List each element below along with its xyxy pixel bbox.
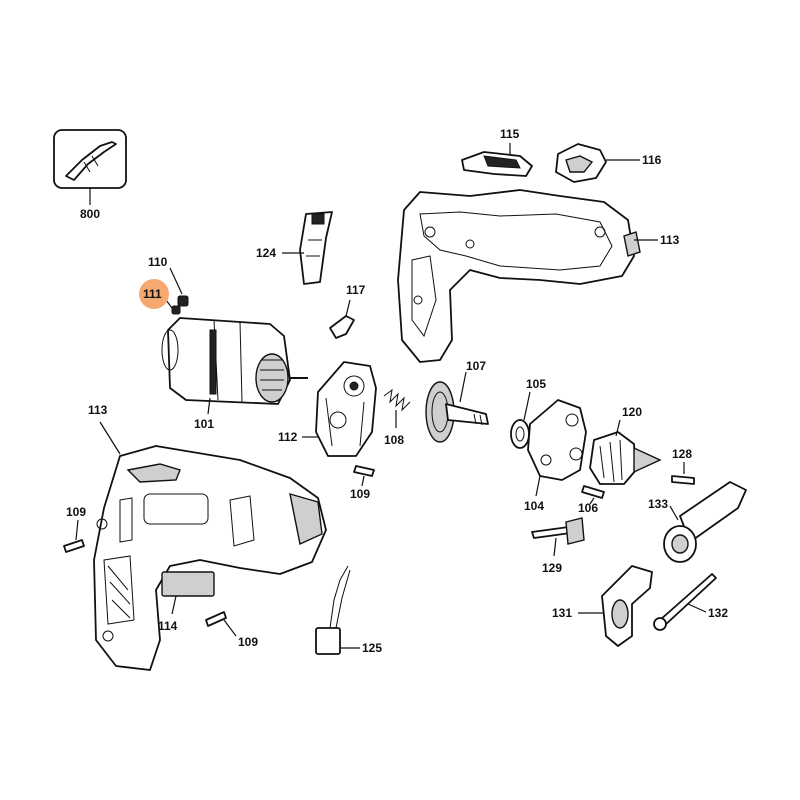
part-114-label-plate[interactable] bbox=[161, 571, 215, 615]
part-109-screw-b[interactable] bbox=[353, 465, 375, 487]
part-131-handle-clamp[interactable] bbox=[578, 565, 653, 647]
highlight-marker-111[interactable] bbox=[139, 279, 169, 309]
label-101: 101 bbox=[194, 417, 214, 431]
part-125-carbon-brush[interactable] bbox=[315, 565, 360, 655]
part-129-chuck-key[interactable] bbox=[531, 517, 585, 557]
part-105-washer[interactable] bbox=[510, 391, 531, 449]
part-108-spring[interactable] bbox=[383, 388, 411, 428]
part-133-side-handle[interactable] bbox=[663, 481, 747, 563]
part-109-screw-a[interactable] bbox=[63, 519, 85, 553]
label-104: 104 bbox=[524, 499, 544, 513]
label-109-c: 109 bbox=[238, 635, 258, 649]
part-115-switch-cover[interactable] bbox=[461, 143, 533, 177]
part-124-side-handle-grip[interactable] bbox=[282, 211, 333, 285]
part-116-switch[interactable] bbox=[555, 143, 640, 183]
label-114: 114 bbox=[158, 619, 178, 633]
part-800-accessory-box[interactable] bbox=[53, 129, 127, 205]
part-132-depth-rod[interactable] bbox=[653, 573, 717, 631]
label-108: 108 bbox=[384, 433, 404, 447]
part-120-chuck[interactable] bbox=[589, 419, 662, 485]
part-113-housing-half-top[interactable] bbox=[397, 189, 658, 363]
part-106-screw[interactable] bbox=[581, 485, 605, 505]
label-800: 800 bbox=[80, 207, 100, 221]
label-109-a: 109 bbox=[66, 505, 86, 519]
part-107-gear-shaft[interactable] bbox=[425, 371, 489, 443]
part-109-screw-c[interactable] bbox=[205, 611, 237, 637]
label-128: 128 bbox=[672, 447, 692, 461]
part-112-gear-plate[interactable] bbox=[302, 361, 377, 457]
label-112: 112 bbox=[278, 430, 298, 444]
label-107: 107 bbox=[466, 359, 486, 373]
label-131: 131 bbox=[552, 606, 572, 620]
label-117: 117 bbox=[346, 283, 366, 297]
label-129: 129 bbox=[542, 561, 562, 575]
label-106: 106 bbox=[578, 501, 598, 515]
label-111: 111 bbox=[143, 287, 162, 301]
label-105: 105 bbox=[526, 377, 546, 391]
label-115: 115 bbox=[500, 127, 520, 141]
label-124: 124 bbox=[256, 246, 276, 260]
label-116: 116 bbox=[642, 153, 662, 167]
label-133: 133 bbox=[648, 497, 668, 511]
part-128-chuck-screw[interactable] bbox=[671, 462, 695, 485]
part-113-housing-half-bottom[interactable] bbox=[93, 421, 327, 671]
label-132: 132 bbox=[708, 606, 728, 620]
label-113-top: 113 bbox=[660, 233, 680, 247]
label-120: 120 bbox=[622, 405, 642, 419]
part-104-gear-case[interactable] bbox=[527, 399, 587, 497]
part-110-brush-spring[interactable] bbox=[169, 267, 189, 307]
label-125: 125 bbox=[362, 641, 382, 655]
label-113-bottom: 113 bbox=[88, 403, 108, 417]
part-101-armature[interactable] bbox=[161, 317, 308, 415]
part-117-brush-clip[interactable] bbox=[329, 299, 355, 339]
label-110: 110 bbox=[148, 255, 168, 269]
label-109-b: 109 bbox=[350, 487, 370, 501]
